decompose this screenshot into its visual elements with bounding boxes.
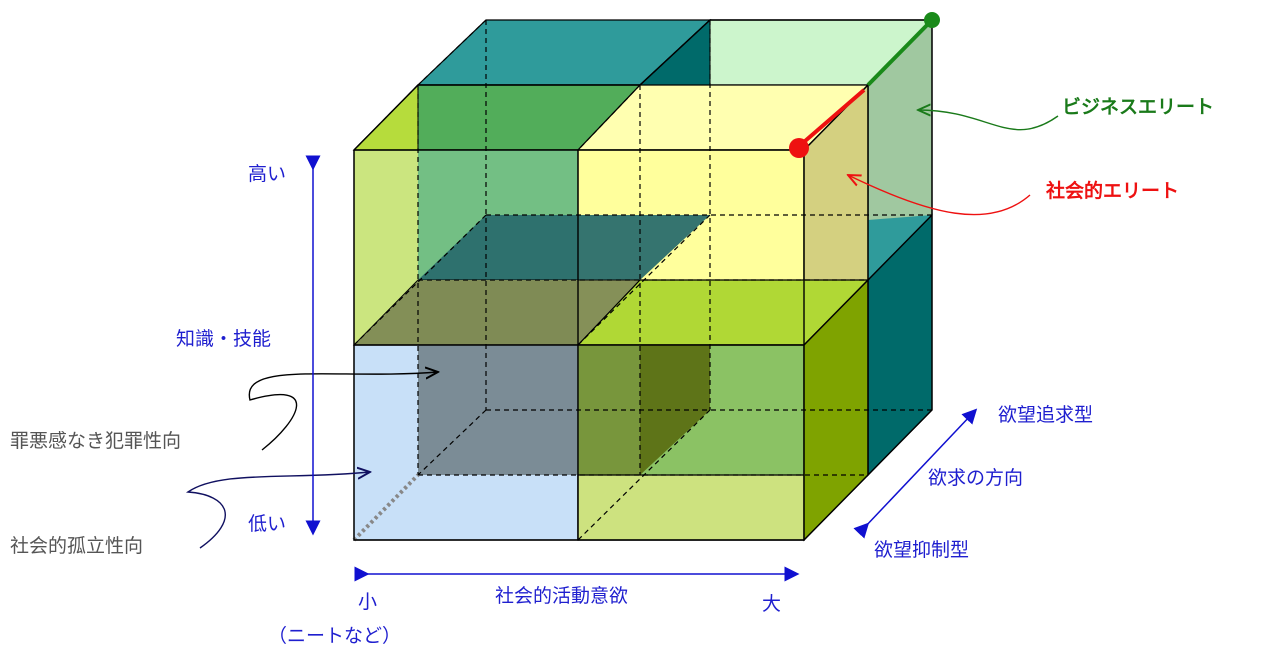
horizontal-axis-left-label: 小 xyxy=(358,591,377,613)
criminal-leader xyxy=(248,372,438,451)
depth-axis-middle-label: 欲求の方向 xyxy=(928,467,1023,489)
vertical-axis-bottom-label: 低い xyxy=(248,513,286,535)
social-elite-label: 社会的エリート xyxy=(1045,179,1179,202)
business-elite-leader xyxy=(918,110,1059,131)
depth-axis-top-label: 欲望追求型 xyxy=(998,404,1093,426)
horizontal-axis-right-label: 大 xyxy=(762,593,781,615)
business-elite-label: ビジネスエリート xyxy=(1062,96,1214,118)
isolation-leader xyxy=(185,472,370,549)
business-elite-line xyxy=(866,18,934,87)
social-elite-leader xyxy=(848,175,1031,216)
horizontal-axis-label: 社会的活動意欲 xyxy=(495,585,628,607)
isolation-tendency-label: 社会的孤立性向 xyxy=(10,535,143,557)
front-lower-cubes xyxy=(353,278,870,542)
criminal-tendency-label: 罪悪感なき犯罪性向 xyxy=(10,430,181,452)
social-elite-line xyxy=(795,88,866,150)
vertical-axis-middle-label: 知識・技能 xyxy=(176,328,271,350)
depth-axis-bottom-label: 欲望抑制型 xyxy=(874,539,969,561)
business-elite-dot xyxy=(924,12,940,28)
vertical-axis-top-label: 高い xyxy=(248,163,286,185)
horizontal-axis-left-sublabel: （ニートなど） xyxy=(268,625,401,647)
social-elite-dot xyxy=(789,138,809,158)
depth-axis-arrow xyxy=(853,408,978,539)
